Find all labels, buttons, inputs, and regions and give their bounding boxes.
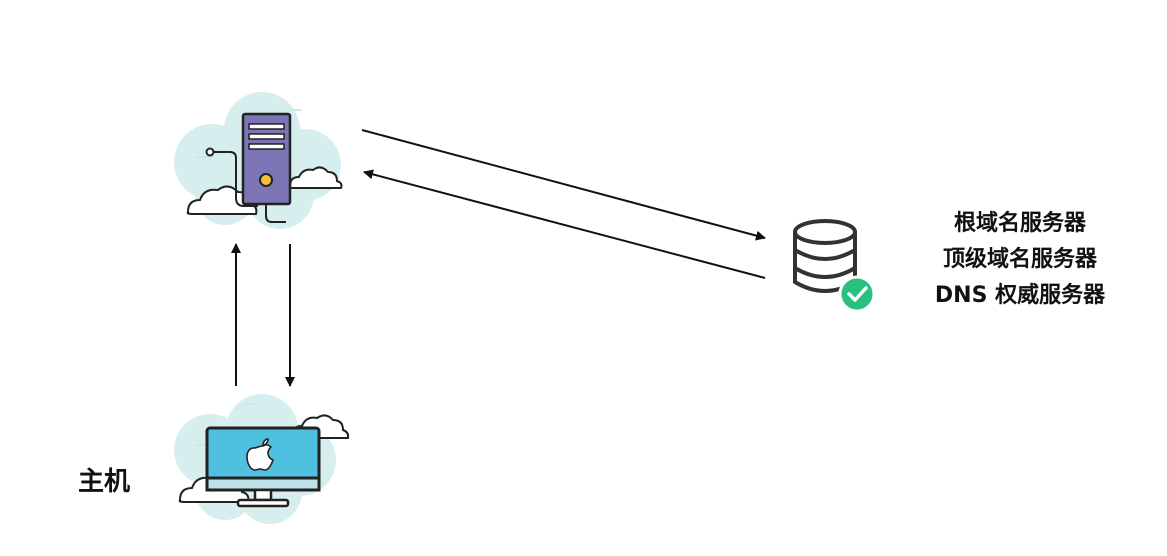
small-cloud-icon xyxy=(186,185,258,215)
authoritative-server-label: DNS 权威服务器 xyxy=(934,283,1106,308)
local-dns-server-node xyxy=(174,92,343,229)
authority-server-labels: 根域名服务器 顶级域名服务器 DNS 权威服务器 xyxy=(905,206,1135,314)
apple-logo-icon xyxy=(246,438,275,471)
host-label: 主机 xyxy=(78,467,131,497)
authoritative-dns-server-node xyxy=(793,219,876,313)
arrow-authority-to-local xyxy=(363,169,766,279)
server-tower-icon xyxy=(241,112,292,212)
host-computer-node xyxy=(174,394,350,524)
arrow-local-to-authority xyxy=(361,129,766,241)
apple-computer-icon xyxy=(205,426,321,508)
check-badge-icon xyxy=(838,275,876,313)
small-cloud-icon xyxy=(288,166,343,189)
root-server-label: 根域名服务器 xyxy=(953,211,1086,236)
edges xyxy=(231,129,766,387)
tld-server-label: 顶级域名服务器 xyxy=(942,247,1097,272)
